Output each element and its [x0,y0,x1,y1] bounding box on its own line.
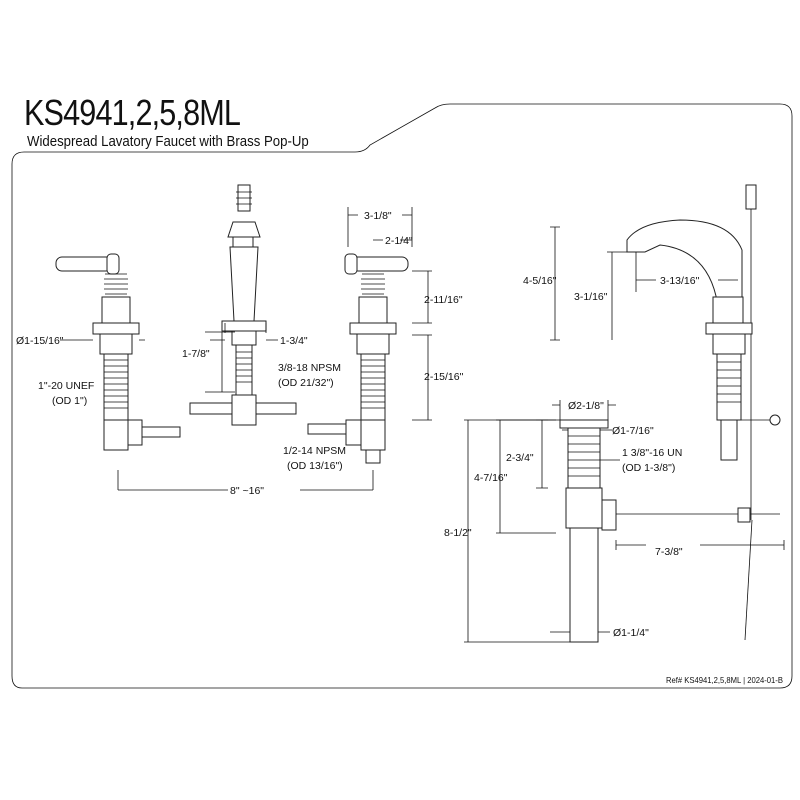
dim-spout-outlet-height: 3-1/16" [574,291,608,303]
dim-spout-reach: 3-13/16" [660,275,700,287]
dim-handle-lever: 2-1/4" [385,235,413,247]
dimension-lines [60,207,785,643]
left-handle-valve [55,253,181,451]
dim-valve-thread: 1"-20 UNEF [38,380,94,392]
pop-up-drain [559,419,780,643]
dim-valve-thread-od: (OD 1") [52,395,87,407]
center-spout [189,184,297,426]
dim-drain-thread: 1 3/8"-16 UN [622,447,682,459]
dim-tailpiece: Ø1-1/4" [613,627,649,639]
dim-drain-body: Ø1-7/16" [612,425,654,437]
dim-drain-thread-od: (OD 1-3/8") [622,462,675,474]
dim-base-diameter: Ø1-15/16" [16,335,64,347]
dim-drain-flange: Ø2-1/8" [568,400,604,412]
right-handle-valve [307,253,409,464]
dim-inlet-thread: 1/2-14 NPSM [283,445,346,457]
dim-handle-height: 2-11/16" [424,294,463,306]
dim-spout-base: 1-3/4" [280,335,308,347]
dim-spout-shank: 1-7/8" [182,348,210,360]
reference-number: Ref# KS4941,2,5,8ML | 2024-01-B [666,675,783,685]
dim-pivot-rod: 7-3/8" [655,546,683,558]
dim-shank-length: 2-15/16" [424,371,464,383]
dim-spout-height: 4-5/16" [523,275,557,287]
side-view-faucet [626,184,781,520]
drawing-frame [11,103,793,689]
dim-spout-thread: 3/8-18 NPSM [278,362,341,374]
page-title: KS4941,2,5,8ML [24,92,241,133]
dim-drain-to-rod: 4-7/16" [474,472,508,484]
dim-drain-total: 8-1/2" [444,527,472,539]
dim-spread: 8" ~16" [230,485,264,497]
dim-handle-width: 3-1/8" [364,210,392,222]
dim-drain-upper: 2-3/4" [506,452,534,464]
dim-inlet-thread-od: (OD 13/16") [287,460,343,472]
dim-spout-thread-od: (OD 21/32") [278,377,334,389]
page-subtitle: Widespread Lavatory Faucet with Brass Po… [27,133,309,150]
